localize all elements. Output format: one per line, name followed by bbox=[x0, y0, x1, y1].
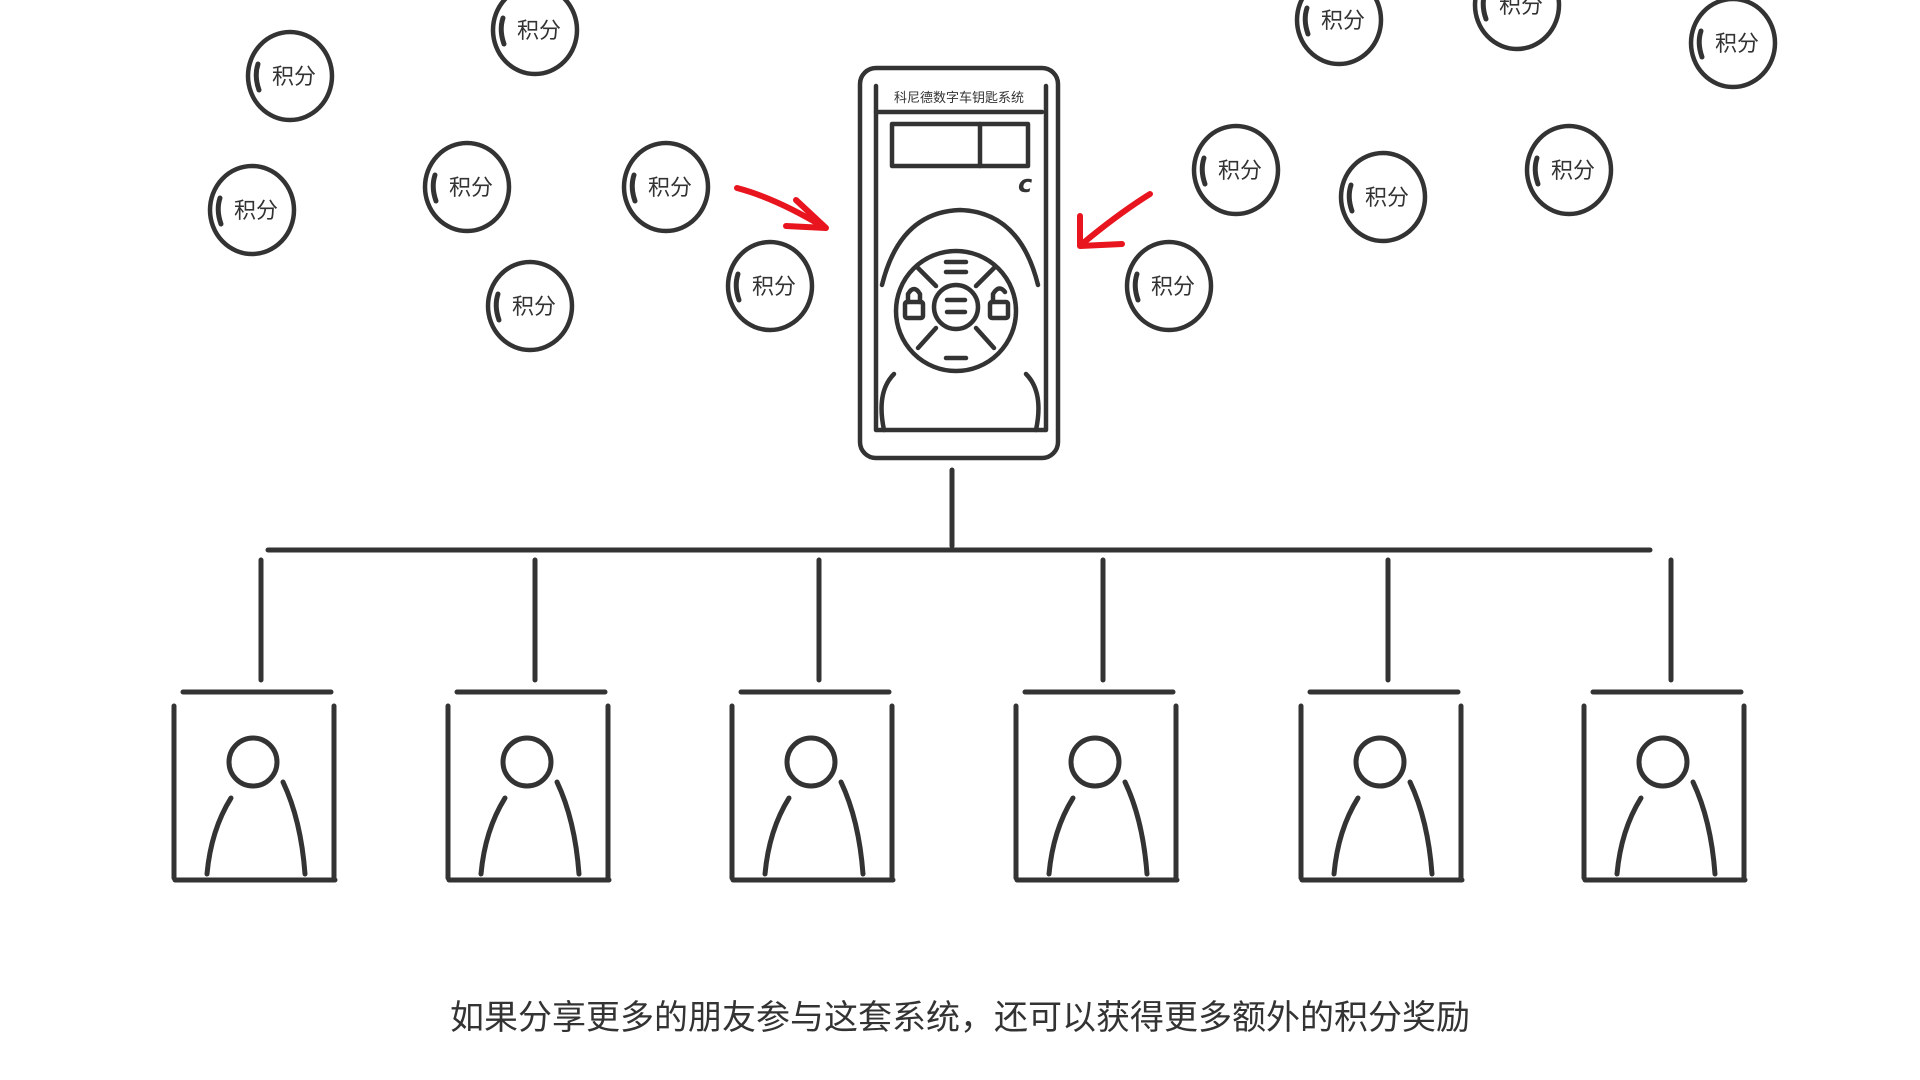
coin-icon: 积分 bbox=[207, 163, 297, 257]
car-key-dial-divider-d bbox=[973, 325, 997, 351]
person-icon bbox=[729, 557, 896, 883]
phone-inner-frame bbox=[873, 83, 1049, 433]
coin-label: 积分 bbox=[234, 199, 278, 224]
car-key-side-left bbox=[879, 371, 897, 433]
coin-icon: 积分 bbox=[485, 259, 575, 353]
coin-label: 积分 bbox=[449, 176, 493, 201]
coin-label: 积分 bbox=[1151, 275, 1195, 300]
person-icon bbox=[1013, 557, 1180, 883]
car-key-dial-divider-b bbox=[973, 265, 997, 289]
coin-icon: 积分 bbox=[1338, 150, 1428, 244]
coin-icon: 积分 bbox=[725, 239, 815, 333]
coin-icon: 积分 bbox=[422, 140, 512, 234]
coin-icon: 积分 bbox=[490, 0, 580, 77]
coin-icon: 积分 bbox=[621, 140, 711, 234]
coin-icon: 积分 bbox=[1688, 0, 1778, 90]
phone-outer-frame bbox=[857, 65, 1061, 461]
person-icon bbox=[445, 557, 612, 883]
coin-icon: 积分 bbox=[1191, 123, 1281, 217]
coin-icon: 积分 bbox=[1472, 0, 1562, 52]
person-icon bbox=[171, 557, 338, 883]
car-key-dial bbox=[893, 248, 1019, 374]
coin-label: 积分 bbox=[1551, 159, 1595, 184]
left-red-arrow-icon bbox=[734, 185, 825, 229]
coin-label: 积分 bbox=[517, 19, 561, 44]
coin-label: 积分 bbox=[1715, 32, 1759, 57]
car-key-dial-divider-a bbox=[915, 265, 939, 289]
arrow-group bbox=[734, 185, 1153, 249]
car-key-top-outline bbox=[879, 207, 1041, 288]
car-key-dial-divider-c bbox=[915, 325, 939, 351]
car-key-center-button bbox=[931, 282, 981, 332]
right-red-arrow-icon bbox=[1079, 191, 1153, 247]
car-key-center-glyph bbox=[944, 297, 968, 315]
coin-icon: 积分 bbox=[1294, 0, 1384, 67]
coin-label: 积分 bbox=[1365, 186, 1409, 211]
phone-c-mark: c bbox=[1018, 170, 1032, 198]
lock-icon bbox=[902, 286, 926, 321]
phone-title: 科尼德数字车钥匙系统 bbox=[894, 90, 1024, 106]
phone-info-panel bbox=[889, 121, 1031, 169]
coin-label: 积分 bbox=[1321, 9, 1365, 34]
car-key-icon bbox=[879, 207, 1041, 433]
coin-label: 积分 bbox=[648, 176, 692, 201]
left-red-arrow-head bbox=[783, 197, 829, 231]
person-icon bbox=[1298, 557, 1465, 883]
coin-label: 积分 bbox=[1499, 0, 1543, 19]
coin-icon: 积分 bbox=[1124, 239, 1214, 333]
coin-group: 积分积分积分积分积分积分积分积分积分积分积分积分积分积分 bbox=[207, 0, 1778, 353]
network-tree bbox=[265, 467, 1653, 553]
person-icon bbox=[1581, 557, 1748, 883]
coin-icon: 积分 bbox=[245, 29, 335, 123]
right-red-arrow-head bbox=[1077, 213, 1125, 249]
phone-icon: 科尼德数字车钥匙系统 c bbox=[857, 65, 1061, 461]
coin-icon: 积分 bbox=[1524, 123, 1614, 217]
person-group bbox=[171, 557, 1748, 883]
coin-label: 积分 bbox=[272, 65, 316, 90]
car-key-side-right bbox=[1023, 371, 1041, 433]
caption-text: 如果分享更多的朋友参与这套系统，还可以获得更多额外的积分奖励 bbox=[450, 998, 1470, 1038]
unlock-icon bbox=[987, 286, 1011, 321]
coin-label: 积分 bbox=[512, 295, 556, 320]
coin-label: 积分 bbox=[1218, 159, 1262, 184]
coin-label: 积分 bbox=[752, 275, 796, 300]
